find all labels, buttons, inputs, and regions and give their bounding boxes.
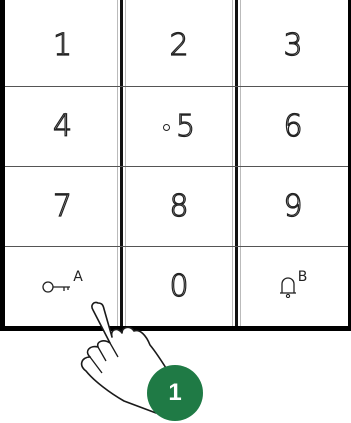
key-a-label: A	[73, 269, 83, 285]
key-6[interactable]: 6	[238, 87, 348, 166]
key-b-label: B	[298, 269, 308, 285]
key-9-label: 9	[283, 189, 302, 224]
key-6-label: 6	[283, 109, 302, 144]
key-7[interactable]: 7	[5, 167, 120, 246]
key-1-label: 1	[53, 28, 72, 63]
key-5[interactable]: 5	[123, 87, 235, 166]
key-9[interactable]: 9	[238, 167, 348, 246]
key-2[interactable]: 2	[123, 5, 235, 86]
key-8-label: 8	[169, 189, 188, 224]
key-b-bell[interactable]: B	[238, 247, 348, 326]
key-4-label: 4	[53, 109, 72, 144]
key-2-label: 2	[169, 28, 188, 63]
key-4[interactable]: 4	[5, 87, 120, 166]
key-5-label: 5	[176, 109, 195, 144]
key-icon	[42, 280, 72, 294]
key-3[interactable]: 3	[238, 5, 348, 86]
key-1[interactable]: 1	[5, 5, 120, 86]
key-7-label: 7	[53, 189, 72, 224]
key-3-label: 3	[283, 28, 302, 63]
tactile-dot-icon	[163, 124, 170, 131]
keypad: 1 2 3 4 5 6 7 8 9 A 0	[0, 0, 351, 331]
step-number: 1	[168, 379, 181, 407]
key-8[interactable]: 8	[123, 167, 235, 246]
bell-icon	[279, 276, 297, 298]
step-callout-badge: 1	[147, 365, 203, 421]
